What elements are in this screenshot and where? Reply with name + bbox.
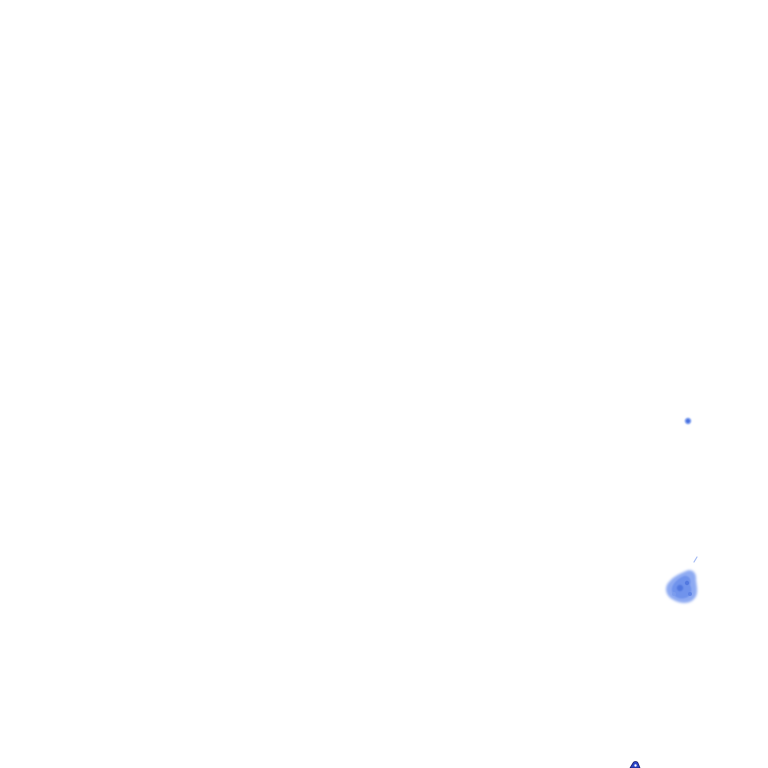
radar-echo-small (684, 417, 692, 425)
radar-echo-cluster (666, 570, 698, 603)
radar-echo-streak (693, 556, 698, 563)
location-marker-icon[interactable] (629, 761, 641, 768)
